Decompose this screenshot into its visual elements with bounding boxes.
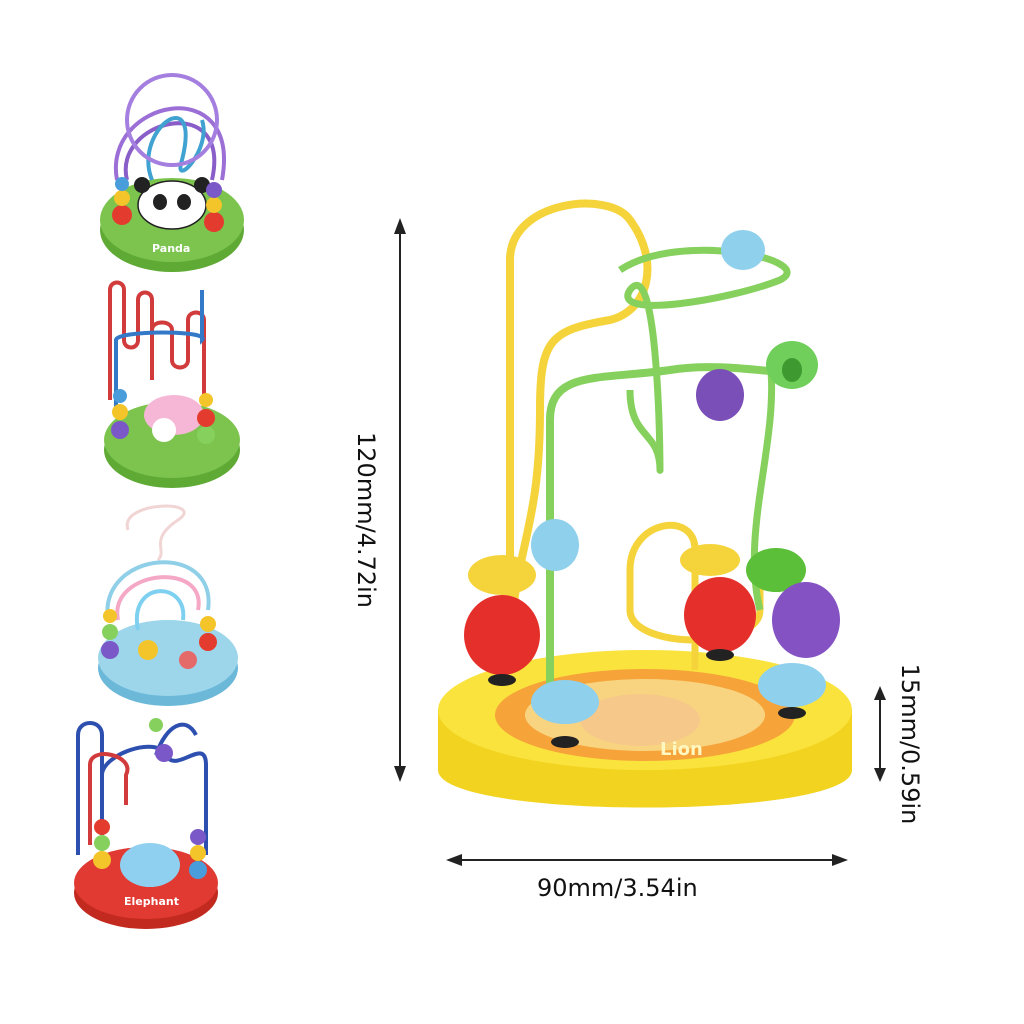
main-lion-label: Lion: [660, 739, 703, 760]
main-lion-toy: Lion: [438, 199, 852, 808]
height-dimension-arrow: [394, 218, 406, 782]
thumbnail-panda-label: Panda: [152, 242, 190, 255]
thumbnail-elephant-label: Elephant: [124, 895, 179, 908]
base-height-dimension-label: 15mm/0.59in: [896, 663, 924, 825]
width-dimension-arrow: [446, 854, 848, 866]
thumbnail-ocean-toy: [98, 504, 238, 706]
base-height-dimension-arrow: [874, 686, 886, 782]
width-dimension-label: 90mm/3.54in: [537, 874, 698, 902]
height-dimension-label: 120mm/4.72in: [352, 432, 380, 608]
thumbnail-green-toy: [104, 280, 240, 488]
thumbnail-elephant-toy: Elephant: [74, 718, 218, 929]
thumbnail-panda-toy: Panda: [100, 73, 244, 272]
